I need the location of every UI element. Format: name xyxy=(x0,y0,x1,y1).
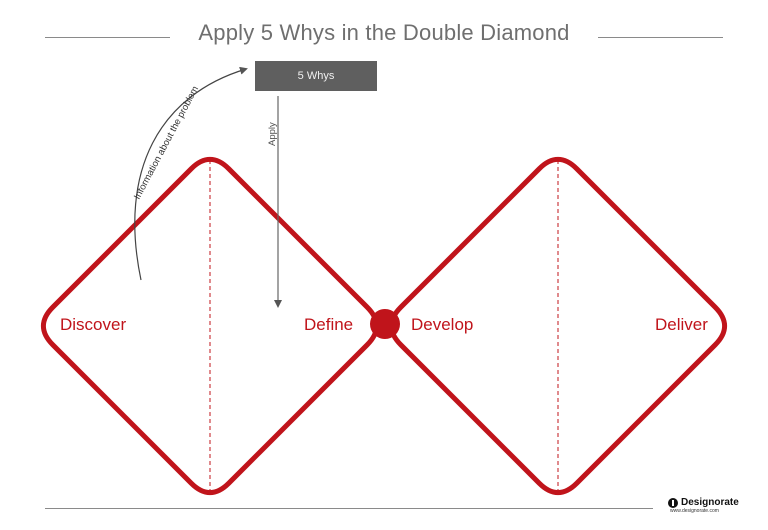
information-arrow xyxy=(134,66,248,281)
brand-mark: Designorate www.designorate.com xyxy=(668,497,739,514)
phase-develop: Develop xyxy=(411,315,474,334)
title-rule-left xyxy=(45,37,170,38)
phase-discover: Discover xyxy=(60,315,127,334)
footer-rule xyxy=(45,508,653,509)
apply-arrow-label: Apply xyxy=(267,122,278,146)
title-rule-right xyxy=(598,37,723,38)
page-title: Apply 5 Whys in the Double Diamond xyxy=(198,20,570,45)
brand-url: www.designorate.com xyxy=(670,508,719,514)
junction-circle xyxy=(370,309,400,339)
designorate-logo-icon xyxy=(668,497,678,508)
five-whys-box: 5 Whys xyxy=(255,61,377,91)
phase-define: Define xyxy=(304,315,354,334)
phase-deliver: Deliver xyxy=(655,315,708,334)
information-arrow-label: Information about the problem xyxy=(132,84,201,201)
brand-name: Designorate xyxy=(681,497,739,508)
left-diamond xyxy=(40,156,380,496)
